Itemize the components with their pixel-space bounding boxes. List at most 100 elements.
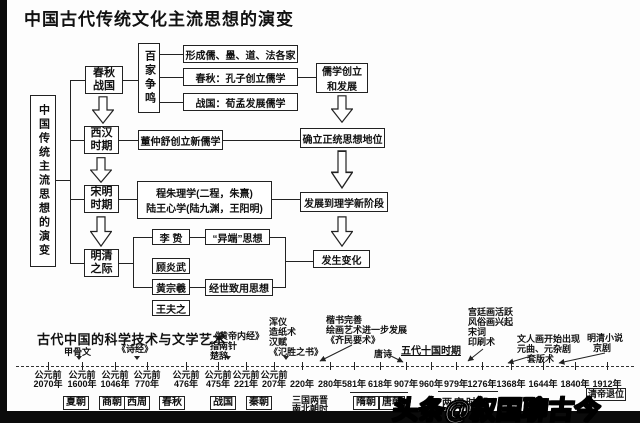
timeline-tick [456,362,457,370]
item-xingcheng-gejia: 形成儒、墨、道、法各家 [183,45,298,63]
timeline-tick [482,362,483,370]
annotation-yuan-art: 文人画开始出现 元曲、元杂剧 套版术 [517,334,581,364]
down-arrow-icon [90,216,112,247]
connector [285,237,286,288]
dynasty-label: 商朝 [99,396,125,410]
spine-bracket-line [70,80,71,264]
connector [133,287,152,288]
timeline-tick [48,362,49,370]
year-label: 1276年 [467,379,497,389]
timeline-tick [607,362,608,370]
connector [160,102,183,103]
suitang-span-line [350,392,408,393]
connector [119,263,133,264]
annotation-huangdineijing: 《黄帝内经》 指南针 楚辞 [210,331,265,361]
caret-down-icon [76,356,82,360]
connector [223,140,300,141]
timeline-tick [147,362,148,370]
connector [133,237,134,288]
dynasty-label: 隋朝 [353,396,379,410]
dynasty-label: 西周 [124,396,150,410]
connector [119,199,137,200]
page-title: 中国古代传统文化主流思想的演变 [24,10,294,29]
timeline-tick [186,362,187,370]
year-label: 220年 [289,379,315,389]
connector [70,263,84,264]
connector [270,237,285,238]
timeline-tick [575,362,576,370]
caret-down-icon [283,356,289,360]
period-mingqing: 明清之际 [84,249,119,277]
year-label: 280年 [317,379,343,389]
annotation-song-art: 宫廷画活跃 风俗画兴起 宋词 印刷术 [468,307,514,347]
period-xihan: 西汉时期 [84,126,119,154]
timeline-axis [16,366,634,367]
timeline-tick [543,362,544,370]
annotation-jiaguwen: 甲骨文 [64,347,92,357]
dynasty-label: 秦朝 [246,396,272,410]
connector [70,199,84,200]
annotation-mingqing-art: 明清小说 京剧 [587,333,624,353]
down-arrow-icon [331,150,353,189]
year-label: 979年 [443,379,469,389]
result-fasheng-bianhua: 发生变化 [313,250,370,268]
year-label: 581年 [341,379,367,389]
connector [160,54,183,55]
down-arrow-icon [331,216,353,247]
annotation-shijing: 《诗经》 [117,344,154,354]
dynasty-label: 夏朝 [63,396,89,410]
item-xunmeng-ruxue: 战国：荀孟发展儒学 [183,93,298,111]
connector [70,140,84,141]
item-dongzhongshu: 董仲舒创立新儒学 [138,130,223,150]
year-label: 960年 [418,379,444,389]
down-arrow-icon [90,157,112,183]
connector [160,77,183,78]
left-black-strip [0,0,7,423]
down-arrow-icon [331,95,353,123]
baijia-zhengming-box: 百家争鸣 [138,43,160,113]
thinker-guyanwu: 顾炎武 [152,258,190,274]
result-ruxue-chuangli: 儒学创立和发展 [316,63,368,93]
connector [119,140,138,141]
timeline-tick [82,362,83,370]
timeline-section-title: 古代中国的科学技术与文学艺术 [37,332,227,347]
period-songming: 宋明时期 [84,185,119,213]
connector [56,180,70,181]
annotation-wudai-shiguo: 五代十国时期 [401,346,461,357]
thought-yiduan: “异端”思想 [205,229,270,245]
year-label: 1368年 [496,379,526,389]
timeline-tick [115,362,116,370]
thinker-wangfuzhi: 王夫之 [152,300,190,316]
connector [273,287,285,288]
dynasty-qingdi-tuiwei: 清帝退位 [586,388,627,401]
thinker-huangzongxi: 黄宗羲 [152,279,190,295]
item-lixue-xinxue: 程朱理学(二程，朱熹)陆王心学(陆九渊，王阳明) [137,181,272,219]
year-label: 1912年 [592,379,622,389]
timeline-tick [380,362,381,370]
spine-box: 中国传统主流思想的演变 [30,95,56,267]
bottom-black-bar [0,411,640,423]
year-label: 907年 [393,379,419,389]
timeline-tick [330,362,331,370]
caret-down-icon [225,356,231,360]
annotation-han-tech: 浑仪 造纸术 汉赋 《氾胜之书》 [269,317,324,357]
connector [70,80,85,81]
connector [190,237,205,238]
annotation-weijin-art: 楷书完善 绘画艺术进一步发展 《齐民要术》 [326,315,408,345]
timeline-tick [354,362,355,370]
connector [190,287,205,288]
dynasty-liangsong: 两宋时期 [442,398,490,409]
liangsong-span-line [438,391,498,392]
year-label: 1644年 [528,379,558,389]
connector [285,261,313,262]
result-zhengtong-diwei: 确立正统思想地位 [300,128,385,148]
timeline-tick [218,362,219,370]
